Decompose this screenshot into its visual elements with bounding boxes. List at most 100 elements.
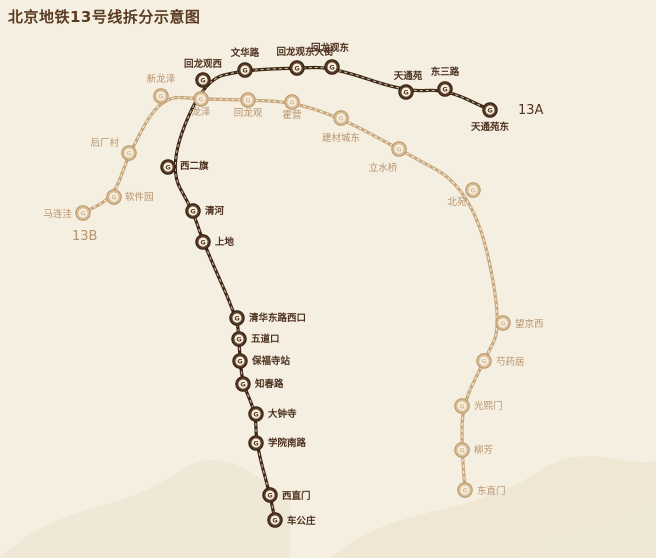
station-label: 上地	[215, 236, 235, 248]
station-marker[interactable]: G	[121, 145, 137, 161]
station-marker[interactable]: G	[333, 110, 349, 126]
station-core	[251, 409, 261, 419]
station-label: 建材城东	[322, 132, 360, 144]
station-label: 霍营	[282, 109, 301, 121]
station-marker[interactable]: G	[229, 310, 245, 326]
station-label: 柳芳	[474, 444, 493, 456]
station-core	[198, 237, 208, 247]
station-core	[457, 445, 467, 455]
subway-logo-icon: G	[242, 67, 247, 75]
route-lines	[81, 65, 499, 522]
station-label: 清华东路西口	[249, 312, 306, 324]
station-marker[interactable]: G	[160, 159, 176, 175]
station-marker[interactable]: G	[454, 398, 470, 414]
station-marker[interactable]: G	[267, 512, 283, 528]
station-marker[interactable]: G	[193, 91, 209, 107]
station-label: 西二旗	[180, 160, 209, 172]
subway-logo-icon: G	[470, 187, 475, 195]
subway-logo-icon: G	[200, 77, 205, 85]
subway-logo-icon: G	[237, 358, 242, 366]
station-marker[interactable]: G	[289, 60, 305, 76]
station-marker[interactable]: G	[195, 234, 211, 250]
station-marker[interactable]: G	[235, 376, 251, 392]
subway-logo-icon: G	[245, 97, 250, 105]
station-label: 大钟寺	[268, 408, 297, 420]
station-label: 回龙观	[234, 107, 263, 119]
station-core	[188, 206, 198, 216]
station-core	[265, 490, 275, 500]
station-core	[485, 105, 495, 115]
station-label: 东直门	[477, 485, 506, 497]
subway-logo-icon: G	[126, 150, 131, 158]
station-label: 望京西	[515, 318, 544, 330]
station-label: 立水桥	[369, 162, 398, 174]
station-marker[interactable]: G	[232, 353, 248, 369]
route-tag-13a: 13A	[518, 103, 544, 118]
station-marker[interactable]: G	[324, 59, 340, 75]
subway-logo-icon: G	[158, 93, 163, 101]
subway-logo-icon: G	[111, 194, 116, 202]
station-marker[interactable]: G	[437, 81, 453, 97]
subway-logo-icon: G	[442, 86, 447, 94]
subway-logo-icon: G	[236, 336, 241, 344]
station-core	[243, 95, 253, 105]
station-core	[460, 485, 470, 495]
subway-logo-icon: G	[272, 517, 277, 525]
station-core	[234, 334, 244, 344]
station-label: 光熙门	[474, 400, 503, 412]
station-marker[interactable]: G	[482, 102, 498, 118]
station-label: 保福寺站	[251, 355, 291, 367]
station-core	[196, 94, 206, 104]
subway-logo-icon: G	[165, 164, 170, 172]
station-core	[479, 356, 489, 366]
station-label: 回龙观东	[311, 42, 350, 54]
station-marker[interactable]: G	[398, 84, 414, 100]
subway-logo-icon: G	[253, 411, 258, 419]
station-marker[interactable]: G	[231, 331, 247, 347]
station-marker[interactable]: G	[153, 88, 169, 104]
subway-logo-icon: G	[462, 487, 467, 495]
station-label: 知春路	[254, 378, 284, 390]
subway-logo-icon: G	[459, 403, 464, 411]
station-core	[240, 65, 250, 75]
subway-logo-icon: G	[500, 320, 505, 328]
station-marker[interactable]: G	[465, 182, 481, 198]
station-core	[292, 63, 302, 73]
station-marker[interactable]: G	[262, 487, 278, 503]
station-label: 龙泽	[191, 106, 211, 118]
map-title: 北京地铁13号线拆分示意图	[8, 8, 201, 26]
station-label: 文华路	[230, 47, 260, 59]
station-marker[interactable]: G	[106, 189, 122, 205]
station-core	[163, 162, 173, 172]
subway-logo-icon: G	[240, 381, 245, 389]
station-core	[457, 401, 467, 411]
station-marker[interactable]: G	[476, 353, 492, 369]
station-label: 天通苑东	[471, 121, 510, 133]
station-marker[interactable]: G	[391, 141, 407, 157]
station-marker[interactable]: G	[237, 62, 253, 78]
station-marker[interactable]: G	[284, 94, 300, 110]
station-label: 东三路	[431, 66, 460, 78]
station-marker[interactable]: G	[495, 315, 511, 331]
station-core	[156, 91, 166, 101]
station-marker[interactable]: G	[185, 203, 201, 219]
station-core	[232, 313, 242, 323]
route-tag-13b: 13B	[72, 229, 97, 244]
station-marker[interactable]: G	[240, 92, 256, 108]
station-label: 学院南路	[268, 437, 307, 449]
station-core	[401, 87, 411, 97]
station-core	[327, 62, 337, 72]
station-core	[498, 318, 508, 328]
subway-logo-icon: G	[190, 208, 195, 216]
station-label: 回龙观东大街	[276, 46, 334, 58]
station-marker[interactable]: G	[248, 435, 264, 451]
station-marker[interactable]: G	[248, 406, 264, 422]
station-label: 回龙观西	[184, 58, 223, 70]
station-marker[interactable]: G	[454, 442, 470, 458]
station-label: 芍药居	[496, 356, 525, 368]
station-label: 马连洼	[43, 208, 72, 220]
station-marker[interactable]: G	[195, 72, 211, 88]
station-marker[interactable]: G	[75, 205, 91, 221]
station-marker[interactable]: G	[457, 482, 473, 498]
